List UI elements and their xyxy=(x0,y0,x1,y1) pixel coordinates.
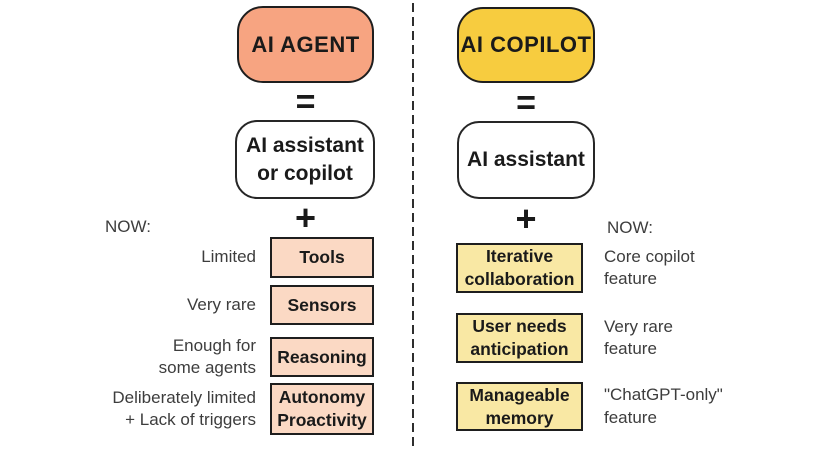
copilot-base-box: AI assistant xyxy=(457,121,595,199)
agent-row-box: Reasoning xyxy=(270,337,374,377)
agent-row-label: Tools xyxy=(299,247,345,268)
copilot-row-note: Core copilot feature xyxy=(604,246,695,288)
copilot-now-label: NOW: xyxy=(607,218,653,237)
agent-equals-sign: = xyxy=(295,83,316,121)
agent-base-box: AI assistant or copilot xyxy=(235,120,375,199)
copilot-equals-sign: = xyxy=(516,84,536,122)
agent-row-note: Limited xyxy=(201,247,256,267)
agent-plus-sign: + xyxy=(294,197,317,238)
agent-base-label: AI assistant or copilot xyxy=(246,134,364,185)
agent-row-note: Enough for some agents xyxy=(158,335,256,377)
agent-row-box: Autonomy Proactivity xyxy=(270,383,374,435)
copilot-row-box: Manageable memory xyxy=(456,382,583,431)
copilot-plus-sign: + xyxy=(515,198,537,239)
copilot-row-label: Iterative collaboration xyxy=(464,246,575,289)
agent-row-note: Very rare xyxy=(187,294,256,314)
copilot-title-box: AI COPILOT xyxy=(457,7,595,83)
agent-title-label: AI AGENT xyxy=(251,31,360,57)
agent-row-box: Tools xyxy=(270,237,374,278)
agent-row-note: Deliberately limited + Lack of triggers xyxy=(112,387,256,429)
dashed-divider-line xyxy=(412,3,414,449)
agent-row-label: Autonomy Proactivity xyxy=(277,387,367,430)
copilot-row-label: Manageable memory xyxy=(469,384,570,428)
agent-row-box: Sensors xyxy=(270,285,374,325)
agent-row-label: Sensors xyxy=(287,294,357,315)
copilot-base-label: AI assistant xyxy=(467,148,585,172)
copilot-row-box: User needs anticipation xyxy=(456,313,583,363)
copilot-title-label: AI COPILOT xyxy=(460,32,592,57)
agent-title-box: AI AGENT xyxy=(237,6,374,83)
copilot-row-note: Very rare feature xyxy=(604,316,673,358)
copilot-row-label: User needs anticipation xyxy=(470,316,569,359)
agent-row-label: Reasoning xyxy=(277,346,367,367)
copilot-row-box: Iterative collaboration xyxy=(456,243,583,293)
copilot-row-note: "ChatGPT-only" feature xyxy=(604,385,723,427)
agent-now-label: NOW: xyxy=(105,217,151,236)
